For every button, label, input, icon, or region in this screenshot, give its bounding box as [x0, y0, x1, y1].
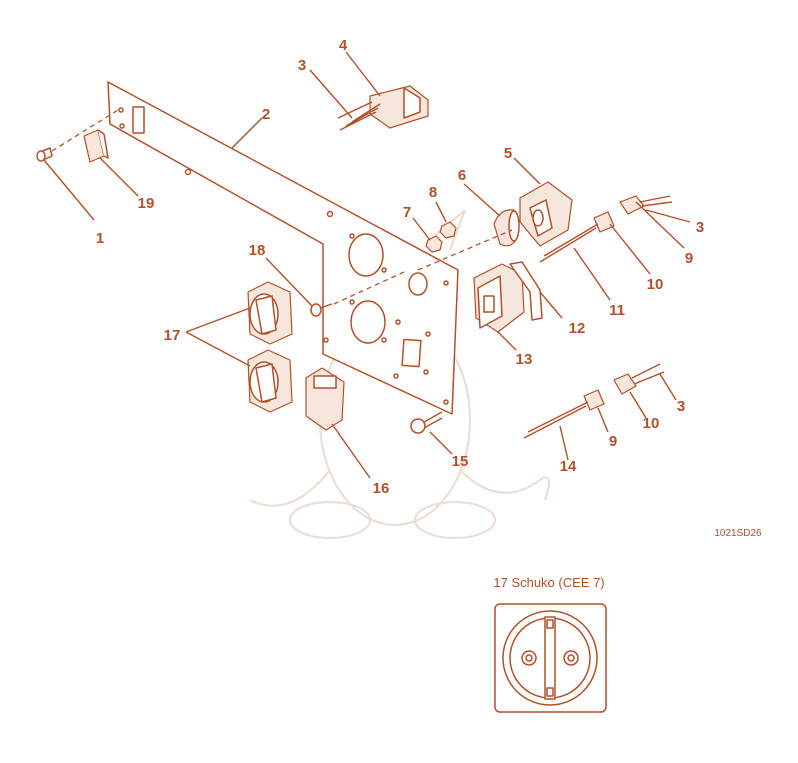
- switch-bezel: [83, 129, 109, 163]
- callout-1: 1: [96, 230, 104, 247]
- callout-2: 2: [262, 106, 270, 123]
- callout-4: 4: [339, 37, 348, 54]
- dashed-guide-1: [51, 109, 119, 152]
- callout-17: 17: [164, 327, 181, 344]
- callout-15: 15: [452, 453, 469, 470]
- callout-10-lower: 10: [643, 415, 660, 432]
- inset-caption: 17 Schuko (CEE 7): [493, 575, 604, 590]
- callout-12: 12: [569, 320, 586, 337]
- callout-18: 18: [249, 242, 266, 259]
- earth-clip-bottom: [546, 687, 554, 697]
- callout-11: 11: [609, 302, 625, 319]
- callout-5: 5: [504, 145, 512, 162]
- bolt-15: [410, 411, 443, 434]
- callout-3-harness: 3: [298, 57, 306, 74]
- circuit-breaker: [519, 181, 573, 247]
- upper-terminal-connector: [619, 195, 673, 215]
- lower-wire-connector: [523, 389, 605, 439]
- upper-wire-connector: [539, 211, 615, 263]
- receptacle-lower: [247, 349, 293, 413]
- hex-nut-8: [439, 221, 457, 239]
- callout-3-upper: 3: [696, 219, 704, 236]
- hour-meter: [305, 367, 345, 431]
- screw-18: [310, 303, 333, 317]
- callout-9-lower: 9: [609, 433, 617, 450]
- callout-10-upper: 10: [647, 276, 664, 293]
- lower-terminal-connector: [613, 363, 665, 395]
- switch-boot: [493, 209, 520, 247]
- callout-16: 16: [373, 480, 390, 497]
- callout-14: 14: [560, 458, 577, 475]
- mounting-bracket: [509, 261, 543, 321]
- dashed-guide-3: [333, 271, 405, 305]
- connector-housing: [337, 85, 429, 131]
- dashed-guide-2: [417, 229, 513, 271]
- earthing-channel: [544, 616, 556, 700]
- earth-clip-top: [546, 619, 554, 629]
- inset-schuko: 17 Schuko (CEE 7): [493, 575, 607, 713]
- pin: [36, 147, 53, 162]
- callout-9-upper: 9: [685, 250, 693, 267]
- gfci-module: [473, 263, 525, 333]
- drawing-code: 1021SD26: [714, 528, 762, 539]
- callout-6: 6: [458, 167, 466, 184]
- receptacle-upper: [247, 281, 293, 345]
- callout-8: 8: [429, 184, 437, 201]
- callout-19: 19: [138, 195, 155, 212]
- control-panel-plate: [107, 81, 459, 415]
- callout-13: 13: [516, 351, 533, 368]
- callout-3-lower: 3: [677, 398, 685, 415]
- leader-lines: [43, 51, 691, 479]
- callout-7: 7: [403, 204, 411, 221]
